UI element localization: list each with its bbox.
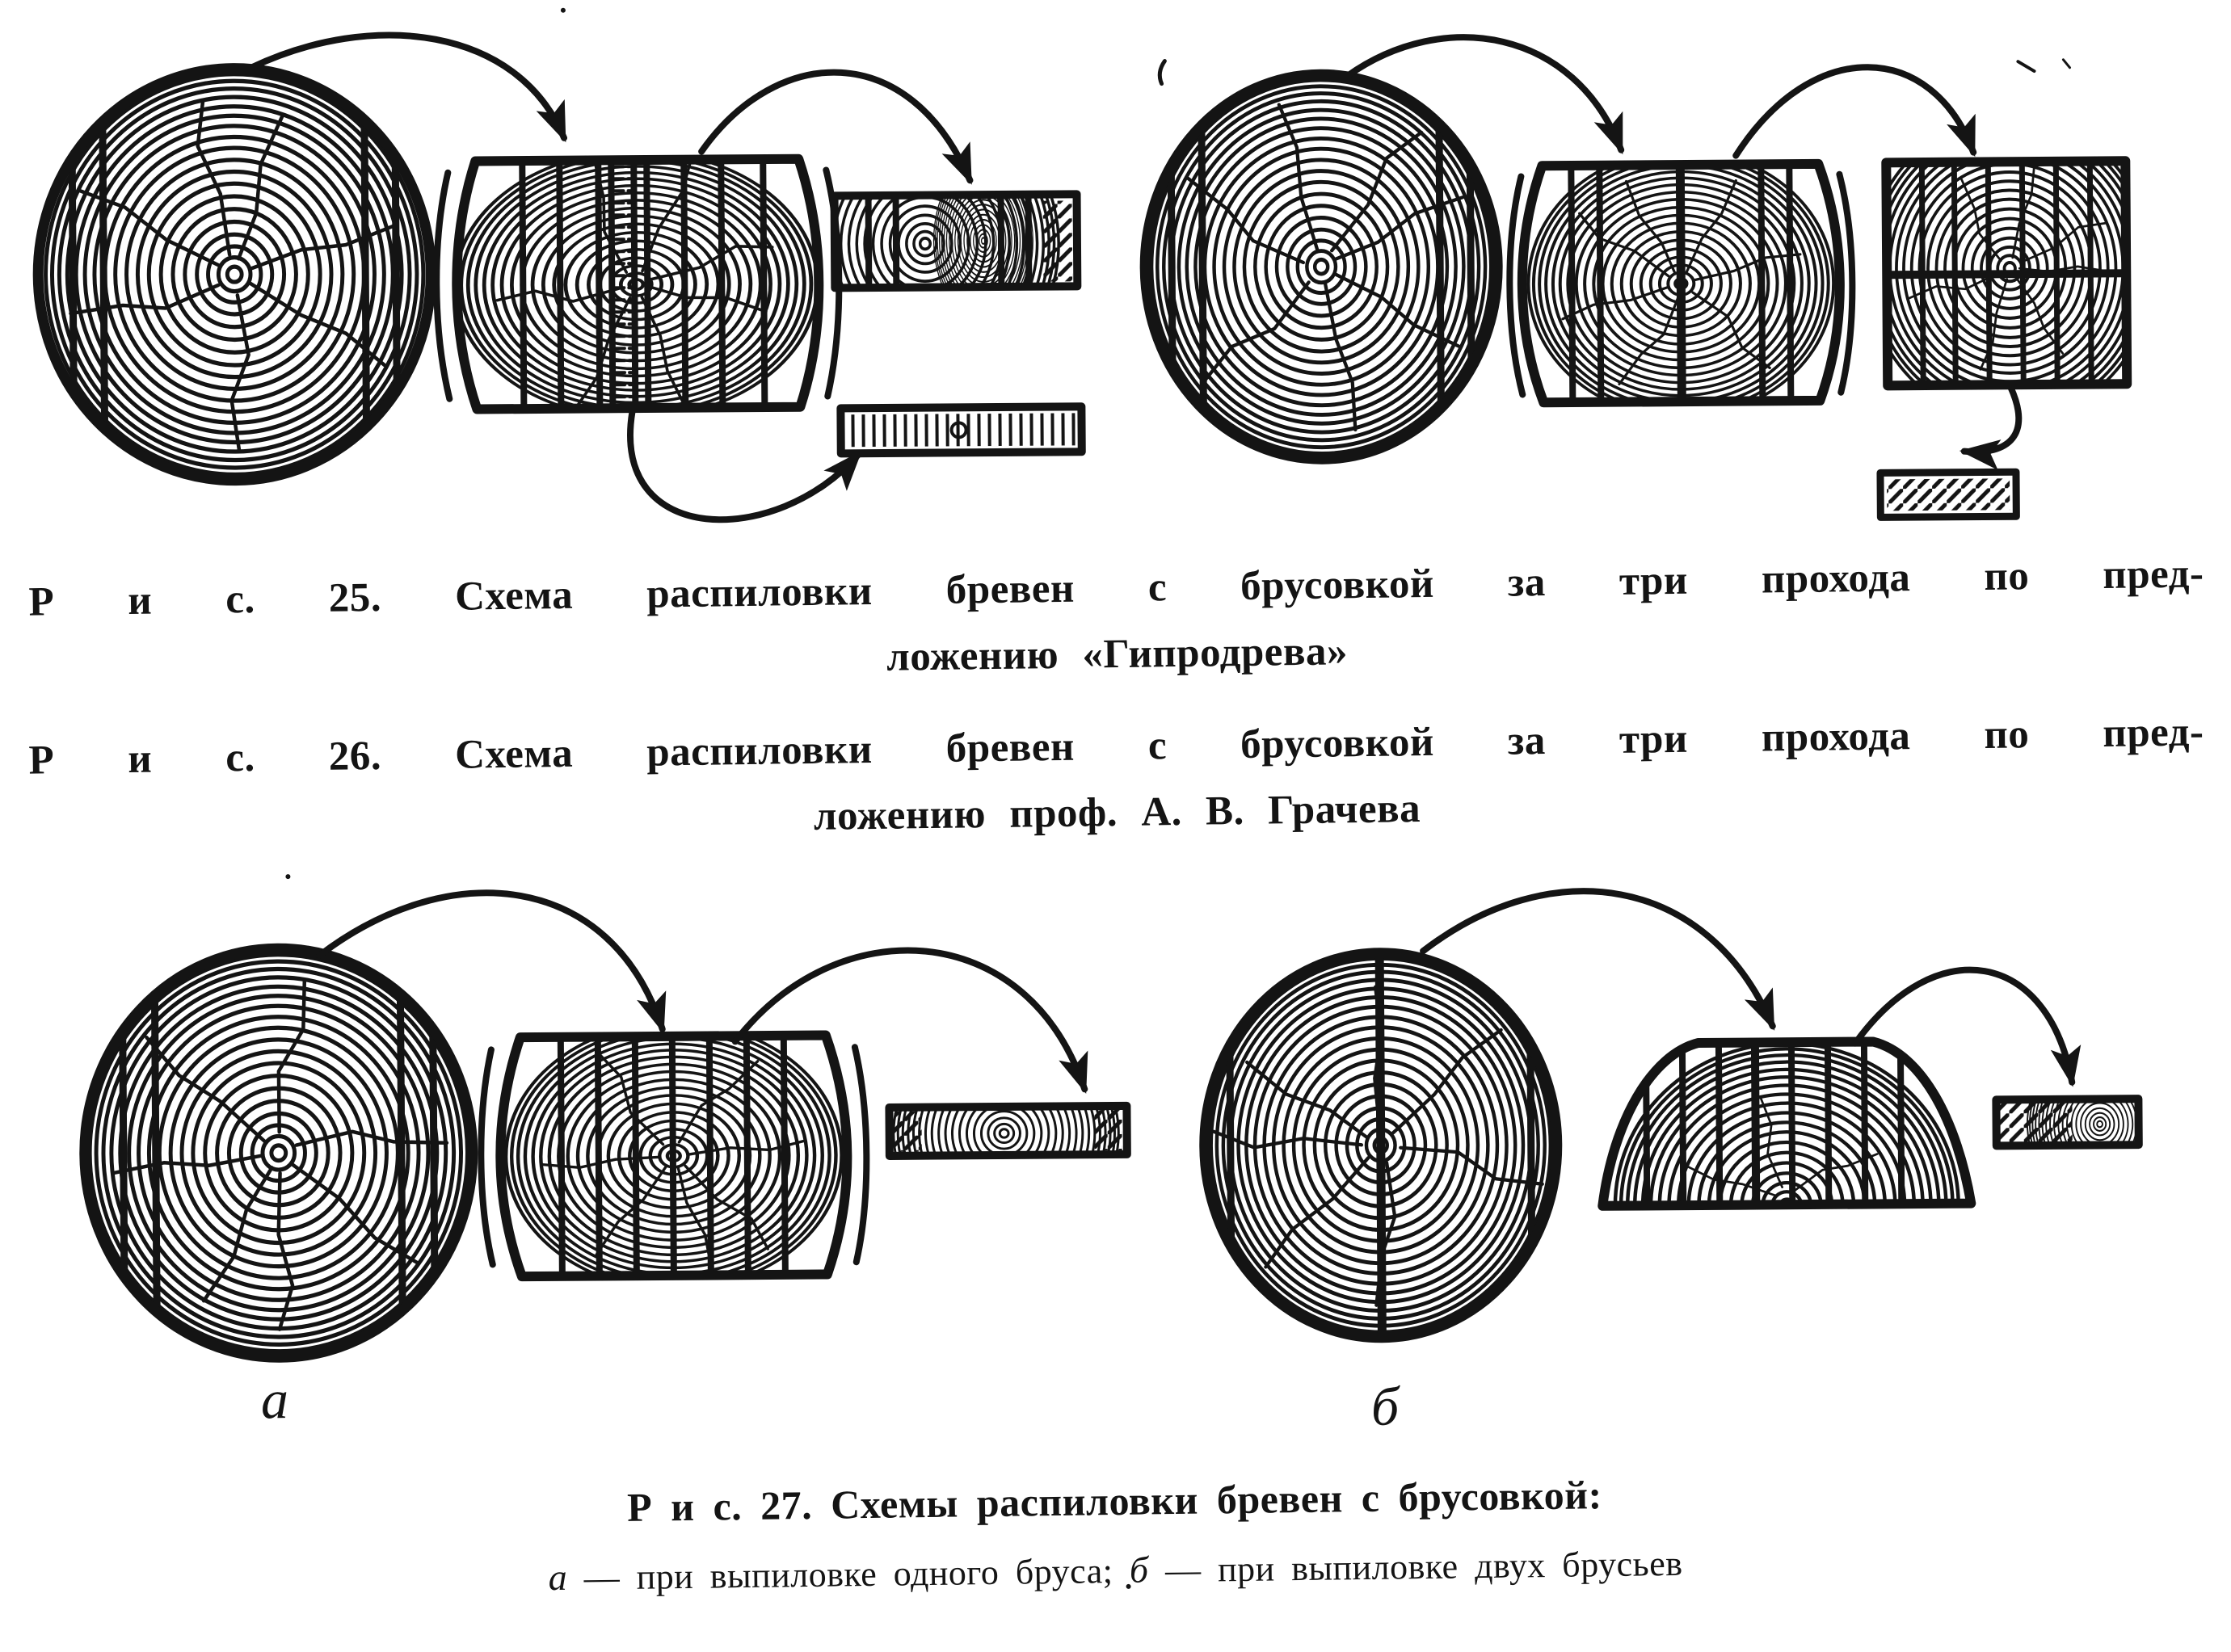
fig25-cant [433, 153, 843, 414]
fig27b-board [1992, 1095, 2143, 1150]
arrow-cant-to-boards [698, 69, 974, 185]
end-hatch-left [894, 1111, 922, 1152]
fig27-caption: Р и с. 27. Схемы распиловки бревен с бру… [242, 1461, 1989, 1612]
arrow-cant-to-board [731, 947, 1088, 1094]
board-end-grain [892, 1108, 1121, 1153]
saw-cut-lines [1568, 163, 1795, 403]
right-slab-wane [851, 1044, 870, 1266]
arrow-log-to-cant [248, 32, 568, 143]
log-outline [1139, 69, 1503, 464]
end-hatch [1887, 478, 2010, 511]
arrow-cant-to-block [1732, 64, 1977, 159]
growth-rings [88, 953, 469, 1352]
fig27a-board [885, 1101, 1131, 1160]
saw-cut-lines [519, 158, 768, 410]
pith-column-hatch [612, 165, 635, 408]
knot [949, 421, 968, 439]
fig25-log-cross-section [32, 63, 436, 486]
block-outline [1881, 156, 2132, 391]
fig27a-diagram: а [79, 889, 1131, 1430]
fig27b-label: б [1371, 1376, 1402, 1437]
half-cant-outline [1597, 1036, 1976, 1211]
end-grain-hatch [847, 413, 1076, 448]
left-slab-wane [1506, 173, 1526, 398]
log-outline [32, 63, 436, 486]
fig26-cant [1506, 158, 1856, 408]
left-slab-wane [433, 169, 453, 402]
board-outline [1992, 1095, 2143, 1150]
cant-outline [495, 1030, 852, 1282]
fig25-thin-board [836, 402, 1086, 458]
fig27-legend-b-text: — при выпиловке двух брусьев [1148, 1543, 1683, 1591]
cant-outline [1517, 158, 1845, 408]
arrow-log-to-cant [316, 889, 667, 1034]
fig27a-log-cross-section [79, 943, 478, 1363]
end-hatch-right [1094, 1109, 1122, 1151]
end-hatch [1042, 200, 1073, 282]
fig26-log-cross-section [1139, 69, 1503, 464]
arrow-cant-to-board [1851, 966, 2082, 1087]
scan-artifacts [285, 7, 2071, 1589]
fig27b-half-cant [1597, 1036, 1976, 1211]
fig26-diagram [1139, 34, 2132, 521]
fig27-legend-a-text: — при выпиловке одного бруса; [566, 1550, 1130, 1598]
fig27b-diagram: б [1199, 888, 2143, 1437]
log-outline [79, 943, 478, 1363]
arrow-log-to-cant [1420, 888, 1776, 1031]
arrow-log-to-cant [1344, 34, 1625, 155]
fig27-legend-a-label: а [548, 1556, 568, 1599]
cant-outline [452, 153, 824, 414]
board-outline [885, 1101, 1131, 1160]
right-slab-wane [1836, 170, 1856, 396]
left-slab-wane [478, 1046, 496, 1268]
fig27a-label: а [261, 1368, 289, 1430]
fig26-small-board [1876, 468, 2020, 521]
fig27-legend-b-label: б [1129, 1549, 1149, 1591]
fig25-board-stack [830, 190, 1082, 292]
board-saw-lines [865, 197, 1033, 285]
mid-horizontal-cut [1884, 269, 2129, 280]
board-outline [830, 190, 1082, 292]
board-end-grain-small [932, 197, 1035, 285]
arrow-block-to-board [1959, 384, 2023, 470]
saw-cut-lines [557, 1035, 789, 1277]
log-outline [1199, 948, 1563, 1343]
fig25-diagram [32, 32, 1086, 523]
arrow-cant-to-thin-board [627, 409, 862, 523]
fig26-sawn-block [1881, 156, 2132, 391]
fig27a-cant [478, 1030, 870, 1282]
fig27b-log-cross-section [1199, 948, 1563, 1343]
